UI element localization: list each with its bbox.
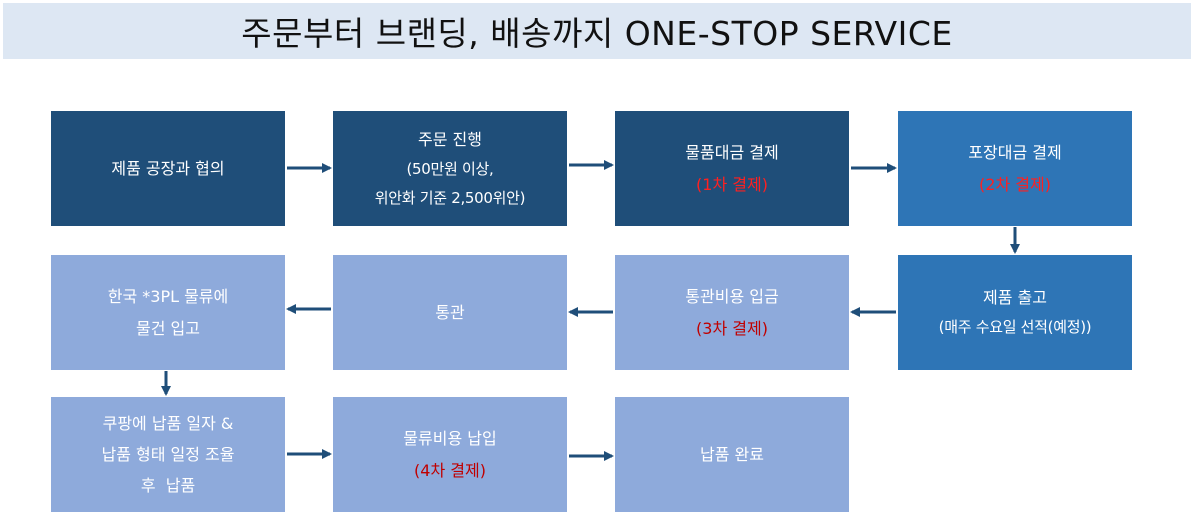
step-goods-payment-label: 물품대금 결제 <box>685 143 779 163</box>
step-packing-payment-stage: (2차 결제) <box>979 174 1051 194</box>
step-shipment: 제품 출고 (매주 수요일 선적(예정)) <box>898 255 1132 370</box>
step-goods-payment-stage: (1차 결제) <box>696 174 768 194</box>
step-warehouse-label-2: 물건 입고 <box>136 318 200 338</box>
step-order-detail-1: (50만원 이상, <box>406 159 494 178</box>
step-warehouse-label: 한국 *3PL 물류에 <box>107 287 229 307</box>
step-done-label: 납품 완료 <box>700 444 764 464</box>
step-order: 주문 진행 (50만원 이상, 위안화 기준 2,500위안) <box>333 111 567 226</box>
step-logistics-payment-stage: (4차 결제) <box>414 460 486 480</box>
step-shipment-detail: (매주 수요일 선적(예정)) <box>938 318 1092 337</box>
step-customs-label: 통관 <box>435 302 465 322</box>
page-title: 주문부터 브랜딩, 배송까지 ONE-STOP SERVICE <box>241 14 953 53</box>
step-customs: 통관 <box>333 255 567 370</box>
step-factory-label: 제품 공장과 협의 <box>111 158 225 178</box>
step-shipment-label: 제품 출고 <box>983 288 1047 308</box>
step-customs-payment-label: 통관비용 입금 <box>685 287 779 307</box>
step-factory: 제품 공장과 협의 <box>51 111 285 226</box>
step-coupang-label-1: 쿠팡에 납품 일자 & <box>102 413 234 433</box>
step-customs-payment-stage: (3차 결제) <box>696 318 768 338</box>
step-logistics-payment-label: 물류비용 납입 <box>403 429 497 449</box>
step-packing-payment-label: 포장대금 결제 <box>968 143 1062 163</box>
title-bar: 주문부터 브랜딩, 배송까지 ONE-STOP SERVICE <box>3 3 1191 59</box>
step-order-detail-2: 위안화 기준 2,500위안) <box>374 189 526 208</box>
step-goods-payment: 물품대금 결제 (1차 결제) <box>615 111 849 226</box>
step-logistics-payment: 물류비용 납입 (4차 결제) <box>333 397 567 512</box>
step-done: 납품 완료 <box>615 397 849 512</box>
step-packing-payment: 포장대금 결제 (2차 결제) <box>898 111 1132 226</box>
step-coupang-label-2: 납품 형태 일정 조율 <box>101 444 235 464</box>
step-coupang: 쿠팡에 납품 일자 & 납품 형태 일정 조율 후 납품 <box>51 397 285 512</box>
step-order-label: 주문 진행 <box>418 129 482 149</box>
step-warehouse: 한국 *3PL 물류에 물건 입고 <box>51 255 285 370</box>
step-customs-payment: 통관비용 입금 (3차 결제) <box>615 255 849 370</box>
step-coupang-label-3: 후 납품 <box>140 476 196 496</box>
